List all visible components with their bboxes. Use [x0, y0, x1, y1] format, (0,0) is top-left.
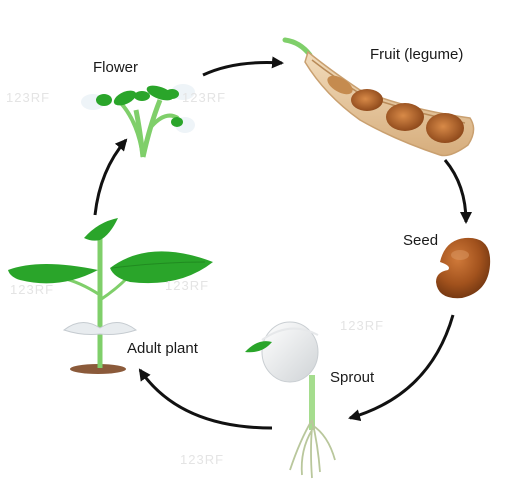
- watermark: 123RF: [10, 282, 55, 297]
- stage-label-adult-plant: Adult plant: [127, 340, 198, 357]
- arrow-flower-to-fruit: [202, 56, 284, 77]
- fruit-pod-illustration: [282, 37, 475, 157]
- stage-label-flower: Flower: [93, 59, 139, 76]
- watermark: 123RF: [180, 452, 225, 467]
- arrow-fruit-to-seed: [443, 159, 472, 224]
- arrow-adult-to-flower: [93, 138, 128, 216]
- watermark: 123RF: [165, 278, 210, 293]
- watermark: 123RF: [340, 318, 385, 333]
- watermark: 123RF: [182, 90, 227, 105]
- sprout-illustration: [245, 321, 336, 479]
- cycle-arrows: [93, 56, 472, 430]
- stage-label-sprout: Sprout: [330, 369, 375, 386]
- arrow-sprout-to-adult: [138, 368, 273, 430]
- arrow-seed-to-sprout: [348, 314, 455, 421]
- watermark: 123RF: [6, 90, 51, 105]
- stage-label-seed: Seed: [403, 232, 439, 249]
- seed-illustration: [436, 237, 491, 299]
- stage-label-fruit: Fruit (legume): [370, 46, 464, 63]
- flower-illustration: [81, 84, 195, 158]
- adult-plant-illustration: [8, 218, 213, 374]
